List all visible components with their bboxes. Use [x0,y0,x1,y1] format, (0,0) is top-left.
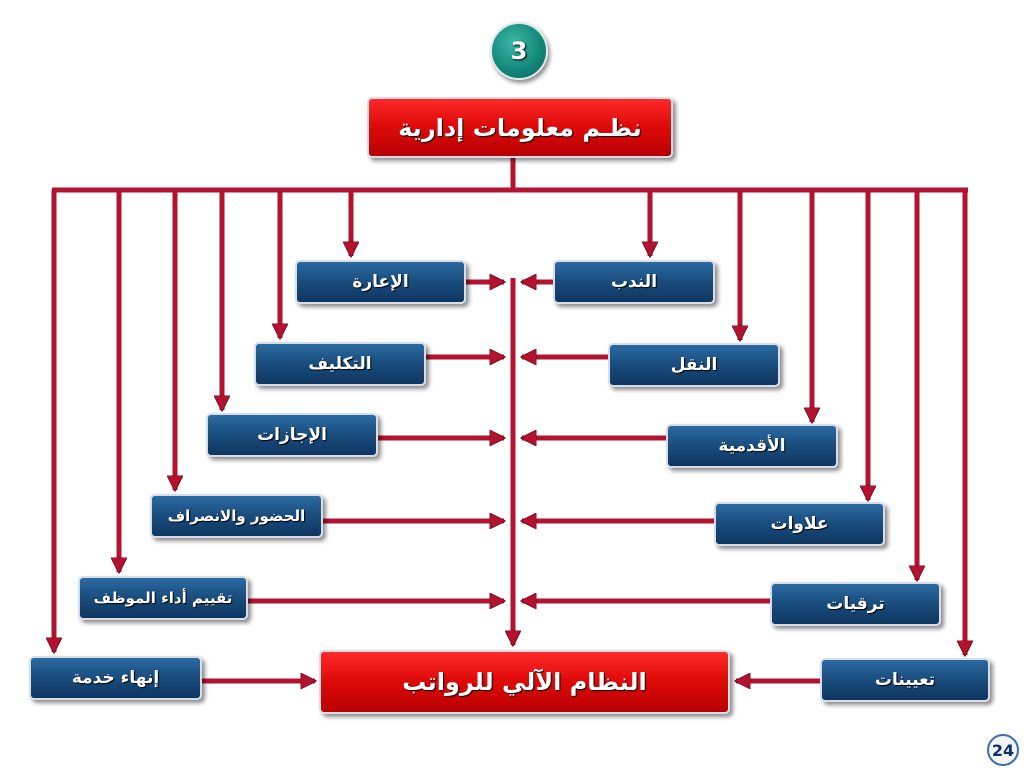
box-appointments: تعيينات [820,658,990,702]
box-assignment: التكليف [254,342,426,386]
box-evaluation: تقييم أداء الموظف [78,576,248,620]
box-termination: إنهاء خدمة [29,656,202,700]
box-secondment: الندب [553,260,715,304]
box-leaves: الإجازات [206,413,378,457]
box-loan: الإعارة [295,260,466,304]
payroll-system-box: النظام الآلي للرواتب [319,650,730,714]
box-allowances: علاوات [714,502,885,546]
box-promotions: ترقيات [770,582,941,626]
step-number-badge: 3 [490,22,548,80]
page-number-badge: 24 [987,734,1019,766]
box-transfer: النقل [608,343,780,387]
connector-group [52,158,968,681]
source-system-box: نظـم معلومات إدارية [367,97,673,158]
box-attendance: الحضور والانصراف [150,494,323,538]
box-seniority: الأقدمية [666,424,838,468]
